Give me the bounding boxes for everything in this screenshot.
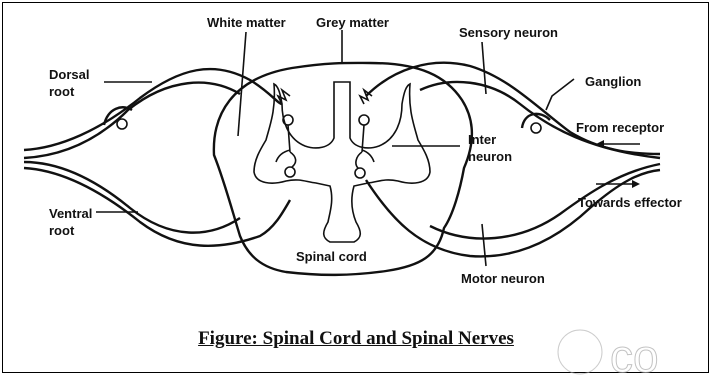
label-ventral-root-line1: Ventral bbox=[49, 206, 92, 221]
right-ganglion-cell bbox=[531, 123, 541, 133]
left-ganglion-cell bbox=[117, 119, 127, 129]
interneuron-link-left bbox=[276, 125, 296, 167]
motor-cell-right bbox=[355, 168, 365, 178]
label-inter-neuron-line1: Inter bbox=[468, 132, 496, 147]
label-dorsal-root-line1: Dorsal bbox=[49, 67, 89, 82]
label-ventral-root-line2: root bbox=[49, 223, 75, 238]
label-ganglion: Ganglion bbox=[585, 74, 641, 89]
label-motor-neuron: Motor neuron bbox=[461, 271, 545, 286]
label-grey-matter: Grey matter bbox=[316, 15, 389, 30]
leader-motor-neuron bbox=[482, 224, 486, 266]
leader-white-matter bbox=[238, 32, 246, 136]
label-spinal-cord: Spinal cord bbox=[296, 249, 367, 264]
interneuron-cell-right-upper bbox=[359, 115, 369, 125]
spinal-cord-outline bbox=[214, 63, 472, 275]
label-sensory-neuron: Sensory neuron bbox=[459, 25, 558, 40]
label-white-matter: White matter bbox=[207, 15, 286, 30]
grey-matter-shape bbox=[254, 82, 430, 242]
label-towards-effector: Towards effector bbox=[578, 195, 682, 210]
figure-caption: Figure: Spinal Cord and Spinal Nerves bbox=[0, 328, 712, 350]
leader-ganglion bbox=[546, 79, 574, 110]
towards-effector-arrowhead bbox=[632, 180, 640, 188]
label-from-receptor: From receptor bbox=[576, 120, 664, 135]
label-inter-neuron-line2: neuron bbox=[468, 149, 512, 164]
label-dorsal-root-line2: root bbox=[49, 84, 75, 99]
motor-cell-left bbox=[285, 167, 295, 177]
